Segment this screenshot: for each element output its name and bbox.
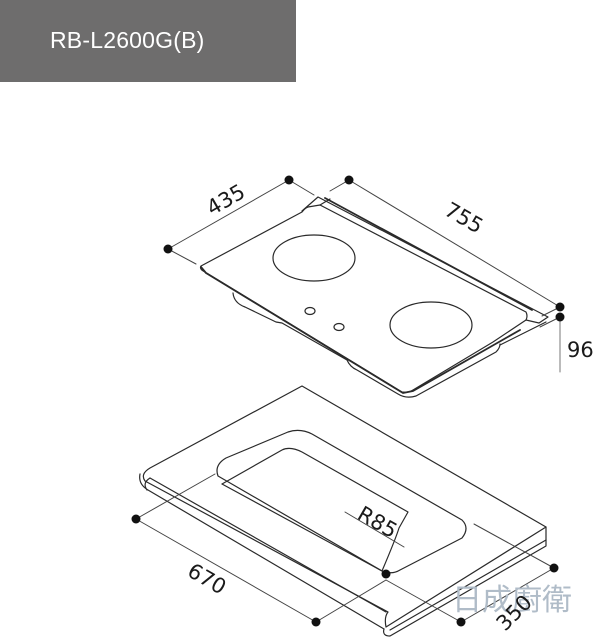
dim-dot: [381, 569, 391, 579]
hob-rear-panel: [301, 196, 549, 324]
hob-rear-panel-edge: [324, 197, 533, 311]
dim-dot: [555, 302, 565, 312]
dim-dot: [555, 312, 565, 322]
dim-label-corner-radius: R85: [354, 502, 402, 543]
countertop-cutout-inner: [221, 447, 409, 572]
control-knob-2: [333, 322, 345, 332]
model-header-banner: RB-L2600G(B): [0, 0, 296, 82]
cutout-dimension-lines: [135, 473, 555, 623]
dimension-markers: [131, 175, 565, 627]
dim-dot: [163, 244, 173, 254]
countertop-top-face: [142, 385, 547, 628]
dim-label-hob-height: 96: [567, 338, 594, 362]
dim-dot: [311, 617, 321, 627]
dim-label-hob-depth: 435: [203, 179, 250, 220]
hob-base-body: [232, 292, 501, 398]
burner-right: [389, 301, 473, 349]
hob-dimension-lines: [167, 179, 561, 373]
hob-glass-edge: [200, 266, 521, 394]
countertop-cutout-outer: [216, 429, 467, 574]
dim-label-hob-width: 755: [441, 198, 488, 239]
dim-dot: [456, 617, 466, 627]
hob-drawing: [199, 196, 549, 398]
model-title: RB-L2600G(B): [50, 27, 205, 53]
countertop-drawing: [139, 385, 547, 637]
dim-dot: [549, 563, 559, 573]
control-knob-1: [304, 306, 316, 316]
dim-dot: [344, 175, 354, 185]
dim-dot: [284, 175, 294, 185]
dim-label-cutout-width: 670: [184, 559, 231, 600]
dim-dot: [131, 514, 141, 524]
burner-left: [272, 234, 356, 282]
watermark-text: 日成廚衛: [452, 583, 572, 618]
